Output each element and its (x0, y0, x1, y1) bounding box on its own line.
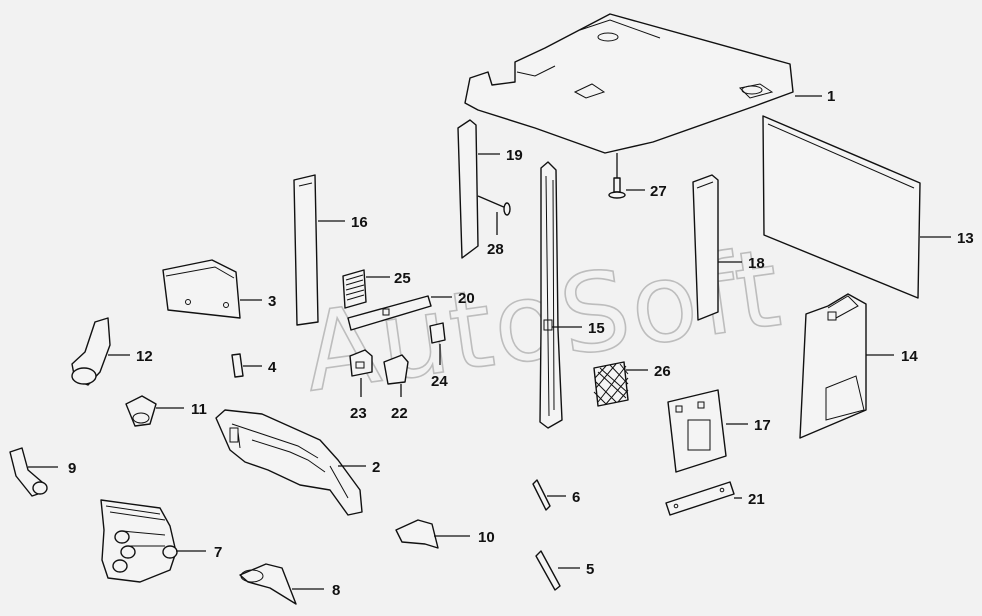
callout-5: 5 (586, 561, 594, 578)
callout-9: 9 (68, 460, 76, 477)
part-23-block (349, 349, 373, 377)
part-10-vent-piece (395, 519, 439, 549)
part-27-clip (608, 153, 626, 199)
part-26-mesh-grille (593, 361, 629, 407)
callout-10: 10 (478, 529, 495, 546)
part-8-vent-shell (239, 563, 297, 605)
part-14-side-trim (799, 293, 867, 439)
callout-1: 1 (827, 88, 835, 105)
part-25-vent-grille (342, 269, 367, 309)
part-12-duct (71, 317, 111, 386)
callout-12: 12 (136, 348, 153, 365)
callout-4: 4 (268, 359, 277, 376)
callout-17: 17 (754, 417, 771, 434)
callout-19: 19 (506, 147, 523, 164)
part-4-clip (231, 353, 244, 378)
callout-16: 16 (351, 214, 368, 231)
part-21-strip-plate (665, 481, 735, 516)
callout-18: 18 (748, 255, 765, 272)
callout-24: 24 (431, 373, 448, 390)
callout-26: 26 (654, 363, 671, 380)
part-13-rear-panel (762, 115, 921, 299)
callout-25: 25 (394, 270, 411, 287)
callout-20: 20 (458, 290, 475, 307)
callout-11: 11 (191, 401, 207, 418)
part-19-pillar-trim (457, 119, 479, 259)
callout-27: 27 (650, 183, 667, 200)
callout-7: 7 (214, 544, 222, 561)
part-2-dashboard-trim (215, 409, 363, 516)
callout-8: 8 (332, 582, 340, 599)
part-5-strip (535, 550, 561, 591)
part-22-block (383, 354, 409, 385)
callout-6: 6 (572, 489, 580, 506)
part-6-strip (532, 479, 551, 511)
part-11-vent-nozzle (125, 395, 157, 427)
callout-13: 13 (957, 230, 974, 247)
part-28-screw (477, 195, 511, 216)
part-24-plate (429, 322, 446, 344)
callout-23: 23 (350, 405, 367, 422)
part-7-heater-duct (100, 499, 178, 583)
callout-3: 3 (268, 293, 276, 310)
callout-15: 15 (588, 320, 605, 337)
part-9-duct (9, 447, 48, 497)
part-1-headliner (464, 13, 794, 154)
part-3-trim-panel (162, 259, 241, 319)
callout-14: 14 (901, 348, 918, 365)
callout-28: 28 (487, 241, 504, 258)
callout-21: 21 (748, 491, 765, 508)
callout-22: 22 (391, 405, 408, 422)
part-16-pillar (293, 174, 319, 326)
part-17-floor-panel (667, 389, 727, 473)
part-15-long-pillar (539, 161, 563, 429)
part-20-bracket (347, 295, 432, 331)
part-18-pillar-right (692, 174, 719, 321)
callout-2: 2 (372, 459, 380, 476)
